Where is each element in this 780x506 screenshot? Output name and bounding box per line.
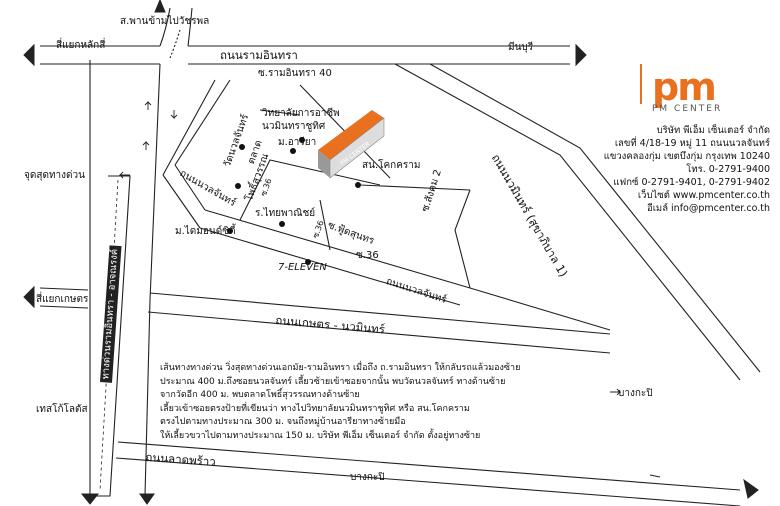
company-line: เลขที่ 4/18-19 หมู่ 11 ถนนนวลจันทร์ xyxy=(614,138,770,149)
kaset-nawamin-road xyxy=(147,292,611,354)
min-buri-label: มีนบุรี xyxy=(508,42,534,53)
ram-inthra-label: ถนนรามอินทรา xyxy=(220,48,298,62)
arrow-right-icon xyxy=(743,478,759,499)
directions-line: ให้เลี้ยวขวาไปตามทางประมาณ 150 ม. บริษัท… xyxy=(160,430,481,441)
company-line: แขวงคลองกุ่ม เขตบึงกุ่ม กรุงเทพ 10240 xyxy=(603,151,770,162)
nawamin-road-right xyxy=(429,63,761,373)
nuan-chan-bend xyxy=(162,164,206,229)
college-label-2: นวมินทราชูทิศ xyxy=(262,121,326,132)
logo-bracket-icon xyxy=(640,64,652,104)
school-label: ร.ไทยพาณิชย์ xyxy=(255,208,316,219)
directions-line: เส้นทางทางด่วน วิ่งสุดทางด่วนเอกมัย-รามอ… xyxy=(160,363,521,373)
seven-eleven-label: 7-ELEVEN xyxy=(278,262,327,273)
expressway-end-label: จุดสุดทางด่วน xyxy=(24,170,85,181)
diamond-dot xyxy=(227,228,233,234)
college-dot xyxy=(299,137,305,143)
directions-text: เส้นทางทางด่วน วิ่งสุดทางด่วนเอกมัย-รามอ… xyxy=(160,362,520,444)
arrow-left-icon xyxy=(23,43,35,67)
mariya-label: ม.อารียา xyxy=(278,137,317,148)
school-dot xyxy=(279,221,285,227)
arrow-down-icon xyxy=(139,493,155,505)
police-station-label: สน.โคกคราม xyxy=(362,160,421,171)
expressway-outline xyxy=(88,175,131,497)
directions-line: ตรงไปตามทางประมาณ 300 ม. จนถึงหมู่บ้านอา… xyxy=(160,417,406,428)
company-line: บริษัท พีเอ็ม เซ็นเตอร์ จำกัด xyxy=(656,125,770,136)
arrow-up-icon xyxy=(154,0,166,13)
nuan-chan-lower xyxy=(204,209,611,331)
soi36-c-label: ซ.36 xyxy=(356,250,379,261)
company-line: โทร. 0-2791-9400 xyxy=(686,164,770,175)
arrow-left-icon xyxy=(23,285,35,309)
company-line: แฟกซ์ 0-2791-9401, 0-2791-9402 xyxy=(613,177,770,188)
company-line: อีเมล์ info@pmcenter.co.th xyxy=(646,203,770,214)
bridge-road xyxy=(159,7,193,47)
pm-center-building-icon xyxy=(318,110,385,179)
directions-line: เลี้ยวเข้าซอยตรงป้ายที่เขียนว่า ทางไปวิท… xyxy=(160,403,470,414)
logo-subtitle: PM CENTER xyxy=(652,104,723,114)
tesco-label: เทสโก้โลตัส xyxy=(36,404,88,415)
wat-dot xyxy=(239,144,245,150)
police-dot xyxy=(355,182,361,188)
lat-phrao-road xyxy=(115,441,741,506)
arrow-right-icon xyxy=(575,43,587,67)
nawamin-road-left xyxy=(394,63,741,381)
left-road-edge-2 xyxy=(144,63,161,497)
soi-ram-40-label: ซ.รามอินทรา 40 xyxy=(258,68,332,79)
kaset-junction-road xyxy=(39,287,89,309)
bang-kapi-label-2: บางกะปิ xyxy=(350,472,385,483)
kaset-junction-label: สี่แยกเกษตร xyxy=(36,294,89,305)
market-dot xyxy=(235,183,241,189)
company-info: บริษัท พีเอ็ม เซ็นเตอร์ จำกัด เลขที่ 4/1… xyxy=(470,124,770,215)
lak-si-label: สี่แยกหลักสี่ xyxy=(56,40,106,51)
mariya-dot xyxy=(290,148,296,154)
seven-eleven-dot xyxy=(305,259,311,265)
directions-line: จากวัดอีก 400 ม. พบตลาดโพธิ์สุวรรณทางด้า… xyxy=(160,390,360,401)
bang-kapi-label-1: บางกะปิ xyxy=(618,388,653,399)
directions-line: ประมาณ 400 ม.ถึงซอยนวลจันทร์ เลี้ยวซ้ายเ… xyxy=(160,376,506,387)
company-line: เว็บไซต์ www.pmcenter.co.th xyxy=(637,190,770,201)
diamond-city-label: ม.ไดมอนด์ซิตี้ xyxy=(175,226,236,237)
arrow-down-icon xyxy=(80,493,100,505)
logo-mark: pm xyxy=(652,65,717,109)
nuan-chan-upper xyxy=(162,79,231,176)
college-label: วิทยาลัยการอาชีพ xyxy=(262,108,340,119)
bridge-label: ส.พานข้ามไปวัชรพล xyxy=(120,16,210,27)
